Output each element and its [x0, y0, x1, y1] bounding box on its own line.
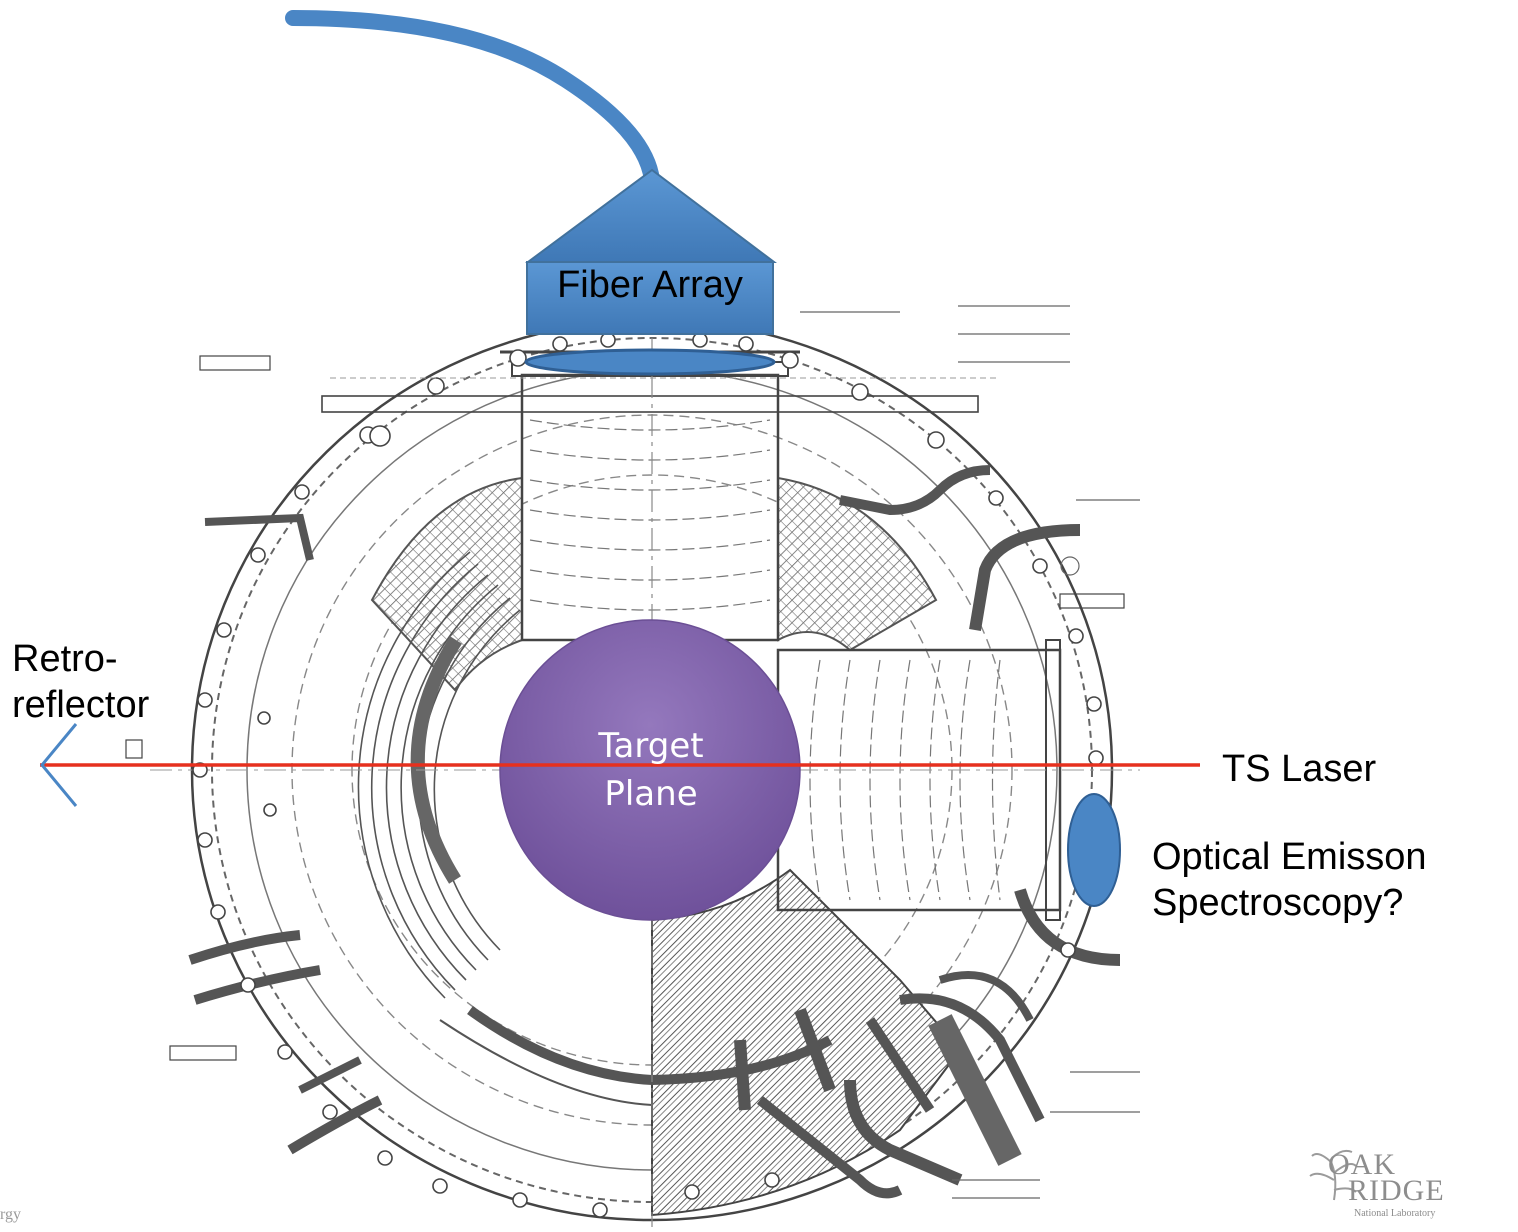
- logo-line1: OAK: [1328, 1148, 1396, 1181]
- fiber-cable: [285, 10, 660, 188]
- fiber-array-label: Fiber Array: [557, 264, 743, 306]
- retro-label-line2: reflector: [12, 684, 150, 726]
- ts-laser-label: TS Laser: [1222, 748, 1377, 790]
- vacuum-chamber-drawing: [125, 300, 1140, 1227]
- retroreflector-label: Retro- reflector: [12, 636, 149, 728]
- ornl-tree-icon: [1309, 1149, 1357, 1201]
- logo-line2: RIDGE: [1348, 1174, 1445, 1207]
- oes-port: [1067, 793, 1121, 907]
- target-label-line1: Target: [598, 726, 704, 766]
- footer-fragment: rgy: [0, 1206, 22, 1223]
- target-plane-disc: [499, 619, 801, 921]
- viewport-window: [524, 348, 776, 376]
- target-plane-label: Target Plane: [500, 722, 802, 818]
- fiber-array-head: [524, 168, 777, 263]
- target-label-line2: Plane: [604, 774, 698, 814]
- fiber-array-box: [526, 261, 774, 335]
- retroreflector-arrow-icon: [40, 723, 78, 807]
- retro-label-line1: Retro-: [12, 638, 118, 680]
- logo-line3: National Laboratory: [1354, 1208, 1436, 1219]
- oes-label: Optical Emisson Spectroscopy?: [1152, 834, 1427, 926]
- oes-label-line1: Optical Emisson: [1152, 836, 1427, 878]
- ornl-logo: OAK RIDGE National Laboratory: [1302, 1148, 1478, 1222]
- oes-label-line2: Spectroscopy?: [1152, 882, 1404, 924]
